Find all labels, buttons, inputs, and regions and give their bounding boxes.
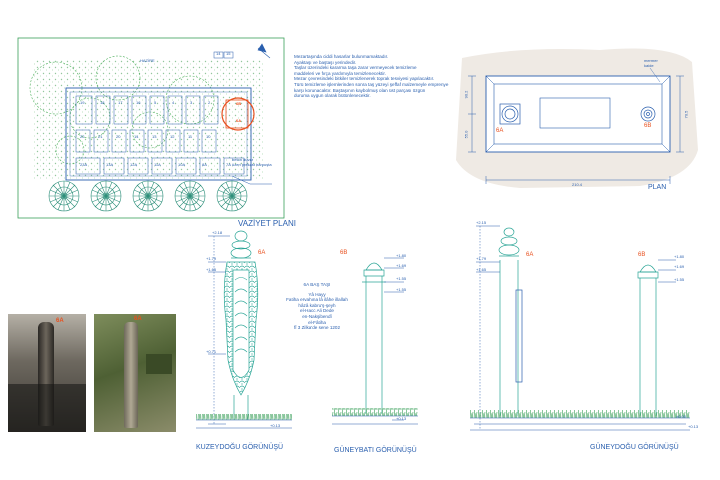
shrubs [48, 180, 248, 212]
plan-base-inner [493, 83, 663, 145]
grave-enclosure [65, 87, 252, 181]
se-level-r1: +1.80 [674, 254, 685, 259]
wall-note: beton duvar üzeri prekast harpuşta [232, 157, 272, 167]
plan-dim-width: 210.4 [572, 182, 583, 187]
ne-level-4: +0.71 [206, 349, 217, 354]
site-stone-6A: 6A [236, 118, 242, 123]
ne-stone-label: 6A [258, 250, 266, 256]
plan-stone-6B-label: 6B [644, 123, 652, 129]
plan-base-outer [485, 75, 671, 153]
restoration-notes: Mezartaşında ciddi hasarlar bulunmamakta… [294, 54, 449, 99]
plan-stone-6B [640, 106, 656, 122]
photo-stone-shape-2 [124, 322, 138, 428]
plan-dim-left-top: 90.2 [463, 90, 469, 99]
sw-level-5: +0.13 [396, 416, 407, 421]
inscription-title: 6A BAŞ TAŞI [303, 282, 331, 287]
inscription-block: 6A BAŞ TAŞI Yâ Hayy Fatiha ervahına lâ i… [282, 282, 352, 331]
plan-stone-6A [499, 103, 521, 125]
site-stone-6B: 6B [236, 101, 242, 106]
plan-stone-6A-label: 6A [496, 128, 504, 134]
sw-level-4: +1.55 [396, 287, 407, 292]
photo-left-tag: 6A [56, 318, 64, 324]
photo-foliage [146, 354, 172, 374]
levels-sw [384, 257, 404, 421]
sw-stone-label: 6B [340, 250, 348, 256]
north-arrow-icon [257, 43, 271, 59]
plan-dim-right: 70.5 [683, 110, 689, 119]
ne-title: KUZEYDOĞU GÖRÜNÜŞÜ [196, 444, 284, 451]
sw-title: GÜNEYBATI GÖRÜNÜŞÜ [334, 447, 417, 454]
sw-level-3: +1.55 [396, 276, 407, 281]
site-plan-frame [17, 37, 285, 219]
top-number-2: 15 [226, 51, 231, 56]
photo-ground [8, 384, 86, 432]
grave-enclosure-inner [69, 91, 248, 177]
se-level-r3: +1.55 [674, 277, 685, 282]
plan-title: PLAN [648, 184, 667, 191]
se-level-r2: +1.69 [674, 264, 685, 269]
stone-6-highlight [221, 97, 255, 131]
hazire-label: HAZİRE [140, 58, 155, 63]
plan-dim-left-bottom: 55.0 [463, 130, 469, 139]
elevation-sw [362, 262, 386, 414]
ne-level-1: +2.18 [212, 230, 223, 235]
se-level-b2: +0.13 [688, 424, 699, 429]
se-level-l3: +1.65 [476, 267, 487, 272]
levels-se [476, 225, 676, 430]
se-level-b1: ±0.00 [676, 414, 686, 419]
ne-level-2: +1.79 [206, 256, 217, 261]
photo-6A-bw: 6A [8, 314, 86, 432]
photo-right-tag: 6A [134, 316, 142, 322]
elevation-se [498, 227, 659, 416]
sw-level-1: +1.80 [396, 253, 407, 258]
se-title: GÜNEYDOĞU GÖRÜNÜŞÜ [590, 444, 679, 451]
ne-level-5: +0.13 [270, 423, 281, 428]
site-plan-title: VAZİYET PLANI [238, 219, 296, 228]
grave-plots [75, 95, 245, 175]
plan-material-label: mermer kaide [644, 58, 658, 68]
se-stone-a-label: 6A [526, 252, 534, 258]
top-number-1: 14 [216, 51, 221, 56]
ne-level-3: +1.65 [206, 267, 217, 272]
sw-level-2: +1.69 [396, 263, 407, 268]
plan-center-slab [539, 97, 611, 129]
se-stone-b-label: 6B [638, 252, 646, 258]
photo-6A-color: 6A [94, 314, 176, 432]
elevation-ne [223, 230, 259, 420]
se-level-l2: +1.79 [476, 256, 487, 261]
se-level-l1: +2.15 [476, 220, 487, 225]
levels-ne [208, 235, 230, 425]
